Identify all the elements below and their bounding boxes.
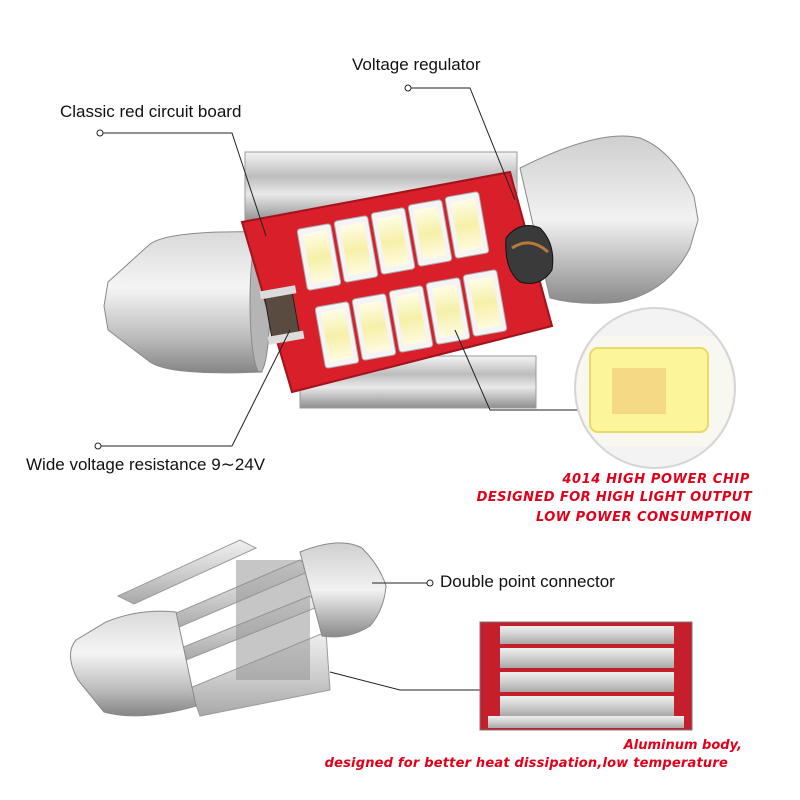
led-chip-row-bottom <box>314 269 508 369</box>
led-chip <box>296 223 342 291</box>
voltage-resistance-label: Wide voltage resistance 9∼24V <box>26 455 266 474</box>
led-chip <box>425 277 471 345</box>
led-chip <box>333 215 379 283</box>
leader-lines-bottom <box>329 579 480 691</box>
double-point-connector-label: Double point connector <box>440 572 615 591</box>
led-chip <box>444 191 490 259</box>
chip-feature-title: 4014 HIGH POWER CHIP <box>562 472 750 487</box>
led-chip <box>388 285 434 353</box>
bottom-right-cap <box>299 542 387 638</box>
bottom-led-bulb <box>70 539 387 717</box>
aluminum-feature-line: designed for better heat dissipation,low… <box>324 756 728 771</box>
chip-feature-line: DESIGNED FOR HIGH LIGHT OUTPUT <box>476 490 752 505</box>
chip-feature-line: LOW POWER CONSUMPTION <box>535 510 752 525</box>
top-led-bulb <box>103 135 699 409</box>
top-left-cap <box>103 231 263 374</box>
bottom-left-cap <box>70 610 197 717</box>
heatsink-cross-section <box>479 621 693 731</box>
led-chip <box>314 301 360 369</box>
led-chip <box>351 293 397 361</box>
led-chip <box>407 199 453 267</box>
led-chip <box>370 207 416 275</box>
leader-lines-top <box>94 84 590 450</box>
voltage-regulator-label: Voltage regulator <box>352 55 481 74</box>
led-chip <box>462 269 508 337</box>
circuit-board-label: Classic red circuit board <box>60 102 242 121</box>
led-chip-row-top <box>296 191 490 291</box>
top-right-cap <box>519 135 699 304</box>
bottom-heatsink <box>116 539 331 717</box>
voltage-regulator-coil <box>505 225 554 284</box>
aluminum-feature-title: Aluminum body, <box>623 738 742 753</box>
chip-zoom-circle <box>574 307 736 469</box>
